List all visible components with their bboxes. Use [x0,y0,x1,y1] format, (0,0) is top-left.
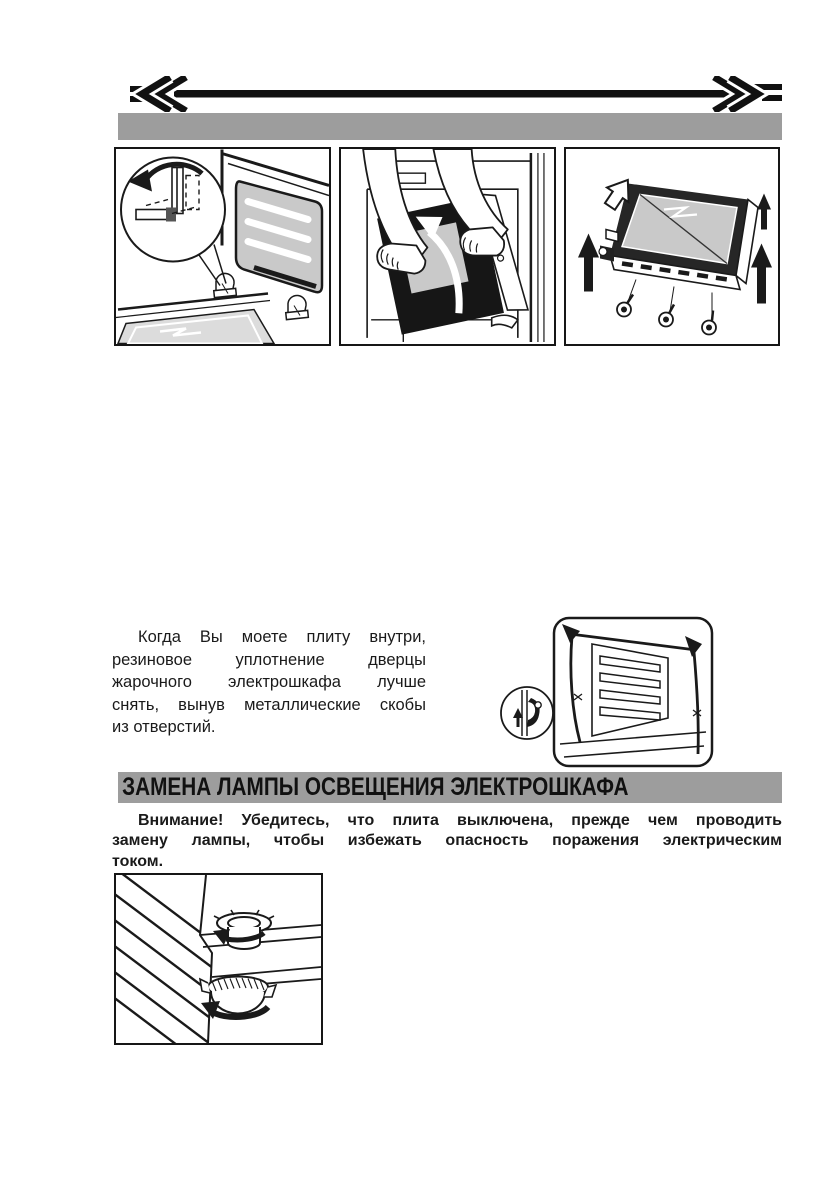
hands-lifting-oven-door-drawing [362,149,545,342]
note-line: Когда Вы моете плиту внутри, [138,628,426,646]
gasket-note-paragraph: Когда Вы моете плиту внутри, резиновое у… [112,626,426,739]
note-line: жарочного электрошкафа лучше [112,673,426,691]
note-line: резиновое уплотнение дверцы [112,650,426,669]
door-hinge-unlock-detail-drawing [116,149,329,344]
warning-line: замену лампы, чтобы избежать опасность п… [112,832,782,850]
page-break-rule [118,76,782,112]
figure-door-lift [339,147,556,346]
warning-line: Внимание! Убедитесь, что плита выключена… [138,812,782,829]
oven-cavity-gasket-clips-drawing [500,616,714,768]
note-line: снять, вынув металлические скобы [112,695,426,714]
figure-door-glass-screws [564,147,780,346]
page-break-rule-drawing [129,76,782,112]
lamp-cover-unscrew-drawing [116,875,321,1043]
figure-lamp-cover [114,873,323,1045]
warning-line: током. [112,852,164,870]
lamp-warning-paragraph: Внимание! Убедитесь, что плита выключена… [112,811,782,872]
top-section-bar [118,113,782,140]
figure-gasket-clips [500,614,720,774]
note-line: из отверстий. [112,718,216,736]
section-title: ЗАМЕНА ЛАМПЫ ОСВЕЩЕНИЯ ЭЛЕКТРОШКАФА [122,773,629,801]
section-header-lamp-replacement: ЗАМЕНА ЛАМПЫ ОСВЕЩЕНИЯ ЭЛЕКТРОШКАФА [118,772,782,803]
door-glass-panel-screws-drawing [578,178,772,336]
figure-door-hinge-detail [114,147,331,346]
